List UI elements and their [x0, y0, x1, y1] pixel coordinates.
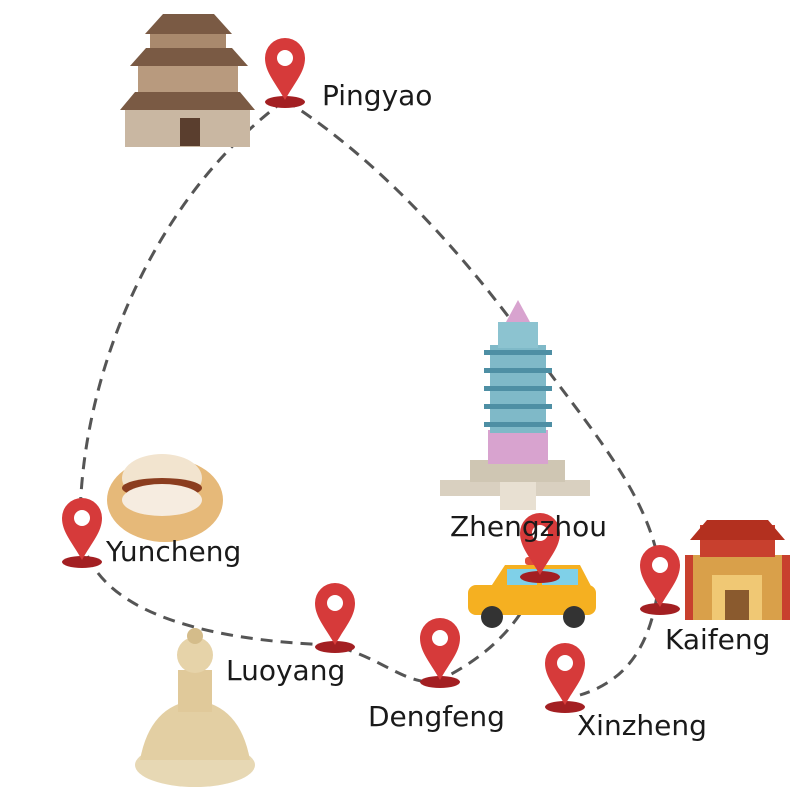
place-label-xinzheng: Xinzheng [577, 709, 707, 742]
taxi-car-icon [468, 557, 596, 628]
route-path [78, 98, 662, 697]
location-pin-icon-pingyao [265, 38, 305, 108]
city-gate-icon [685, 520, 790, 620]
pagoda-temple-icon [120, 14, 255, 147]
place-label-dengfeng: Dengfeng [368, 700, 505, 733]
tower-icon [440, 300, 590, 510]
location-pin-icon-luoyang [315, 583, 355, 653]
location-pin-icon-xinzheng [545, 643, 585, 713]
place-label-zhengzhou: Zhengzhou [450, 510, 607, 543]
place-label-pingyao: Pingyao [322, 79, 433, 112]
place-label-luoyang: Luoyang [226, 654, 346, 687]
place-label-yuncheng: Yuncheng [106, 535, 242, 568]
buddha-statue-icon [135, 628, 255, 787]
place-label-kaifeng: Kaifeng [665, 623, 771, 656]
location-pin-icon-kaifeng [640, 545, 680, 615]
location-pin-icon-dengfeng [420, 618, 460, 688]
location-pin-icon-zhengzhou [520, 513, 560, 583]
pin-layer [61, 38, 680, 713]
location-pin-icon-yuncheng [61, 497, 103, 568]
meat-bun-icon [107, 454, 223, 542]
